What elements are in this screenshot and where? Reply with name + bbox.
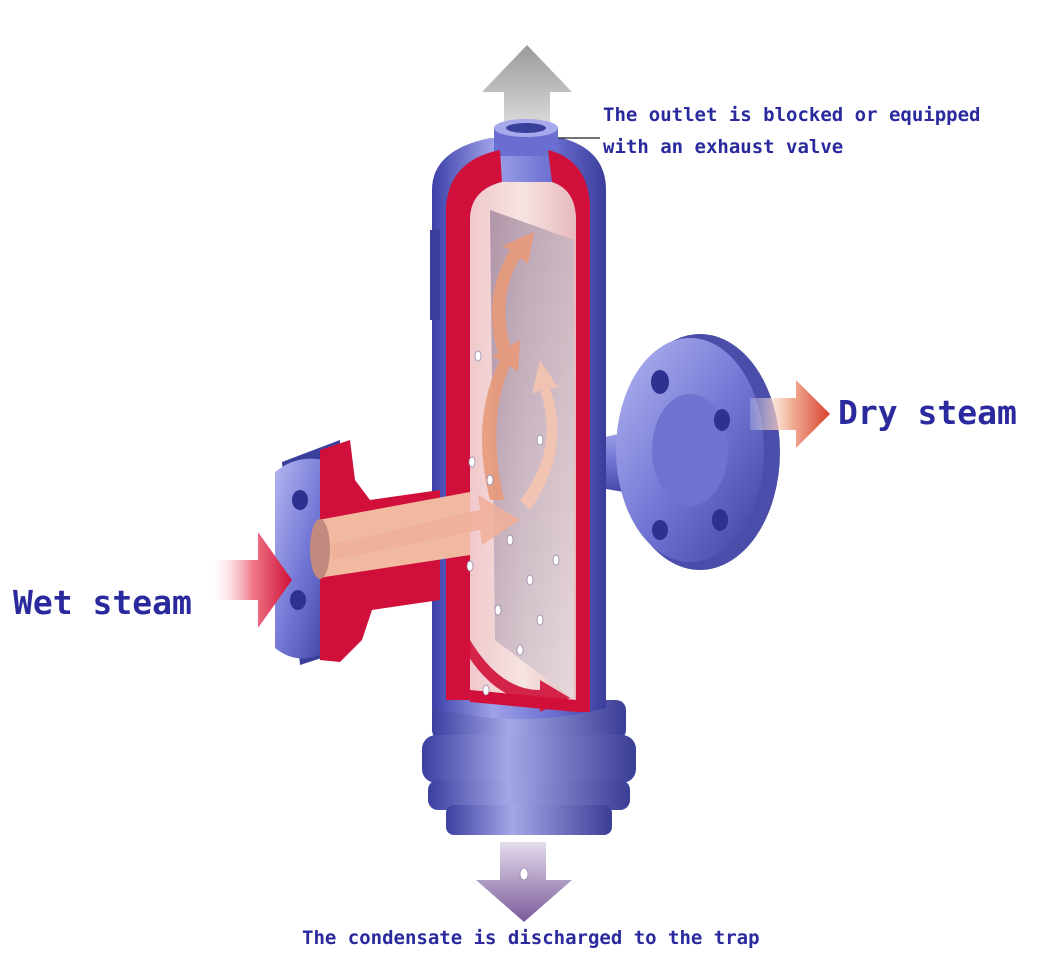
condensate-droplets xyxy=(466,350,560,881)
dry-steam-label: Dry steam xyxy=(838,393,1017,432)
outlet-label-line2: with an exhaust valve xyxy=(603,136,844,158)
wet-steam-label: Wet steam xyxy=(13,583,192,622)
vessel-base xyxy=(422,700,636,835)
internal-flow-arrows xyxy=(330,232,570,712)
outlet-label-line1: The outlet is blocked or equipped xyxy=(603,104,981,126)
cutaway-section xyxy=(446,150,590,712)
outlet-label: The outlet is blocked or equipped with a… xyxy=(603,99,981,163)
outlet-flange-right xyxy=(600,334,780,570)
wet-steam-arrow xyxy=(212,532,292,628)
condensate-label: The condensate is discharged to the trap xyxy=(302,927,760,949)
dry-steam-arrow xyxy=(750,380,830,448)
bottom-condensate-arrow xyxy=(476,842,572,922)
top-outlet-arrow xyxy=(482,45,572,140)
